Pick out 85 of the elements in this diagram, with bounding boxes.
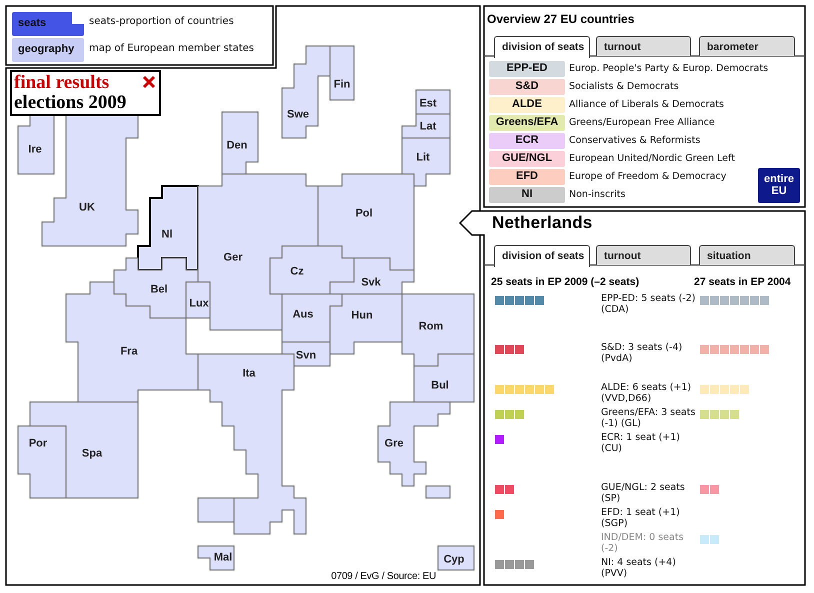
country-region (270, 246, 354, 294)
legend-text: Socialists & Democrats (569, 82, 679, 92)
country-label: Bel (150, 284, 168, 296)
country-region (186, 282, 210, 318)
seat-text: GUE/NGL: 2 seats (SP) (601, 482, 686, 504)
legend-text: Non-inscrits (569, 190, 626, 200)
panel-title: Netherlands (492, 213, 592, 233)
legend-swatch: Greens/EFA (489, 115, 565, 131)
country-label: Lux (189, 298, 209, 310)
country-label: Por (28, 438, 48, 450)
country-label: Fra (120, 346, 138, 358)
column-heading: 27 seats in EP 2004 (694, 276, 791, 288)
legend-text: Europe of Freedom & Democracy (569, 172, 726, 182)
country-region (402, 138, 450, 186)
country-label: Cz (290, 266, 304, 278)
country-region (318, 174, 414, 270)
country-label: Pol (355, 208, 373, 220)
country-label: Ire (28, 144, 42, 156)
country-label: Spa (82, 448, 102, 460)
title-text: final results (14, 73, 110, 93)
country-label: Nl (162, 230, 172, 240)
panel-title: Overview 27 EU countries (487, 12, 634, 26)
seat-text: EPP-ED: 5 seats (-2) (CDA) (601, 293, 696, 315)
country-label: Bul (431, 380, 449, 392)
country-label: Fin (334, 80, 350, 90)
legend-text: European United/Nordic Green Left (569, 154, 735, 164)
country-label: UK (79, 202, 95, 214)
country-label: Gre (384, 438, 404, 450)
country-label: Cyp (444, 554, 464, 566)
country-label: Svn (296, 350, 316, 362)
tab: division of seats (494, 36, 590, 58)
source-note: 0709 / EvG / Source: EU (331, 571, 436, 582)
tab: turnout (596, 36, 691, 56)
tab: situation (699, 245, 795, 265)
country-region (138, 186, 198, 270)
country-label: Mal (214, 552, 232, 564)
legend-swatch: S&D (489, 79, 565, 95)
country-label: Svk (361, 278, 381, 288)
legend-text: map of European member states (89, 44, 254, 54)
tab: division of seats (494, 245, 590, 267)
legend-swatch: ALDE (489, 97, 565, 113)
seat-text: Greens/EFA: 3 seats (-1) (GL) (601, 407, 696, 429)
country-label: Lit (416, 152, 430, 164)
legend-swatch: GUE/NGL (489, 151, 565, 167)
country-label: Est (419, 98, 437, 110)
legend-text: Greens/European Free Alliance (569, 118, 715, 128)
legend-text: seats-proportion of countries (89, 17, 234, 27)
legend-swatch: EFD (489, 169, 565, 185)
country-region (330, 258, 414, 294)
column-heading: 25 seats in EP 2009 (–2 seats) (491, 276, 640, 288)
legend-text: Europ. People's Party & Europ. Democrats (569, 64, 768, 74)
country-region (222, 112, 258, 174)
country-region (330, 46, 354, 100)
country-label: Swe (287, 110, 309, 120)
country-label: Rom (418, 322, 444, 332)
legend-text: Alliance of Liberals & Democrats (569, 100, 724, 110)
seat-text: EFD: 1 seat (+1) (SGP) (601, 507, 681, 529)
country-label: Lat (420, 122, 436, 132)
legend-swatch: geography (12, 38, 84, 62)
country-region (416, 90, 450, 114)
seat-text: ECR: 1 seat (+1) (CU) (601, 432, 682, 454)
country-label: Den (226, 140, 248, 152)
country-label: Hun (351, 310, 373, 322)
country-region (198, 546, 234, 570)
legend-swatch: NI (489, 187, 565, 203)
seat-text: S&D: 3 seats (-4) (PvdA) (601, 342, 684, 364)
legend-swatch: EPP-ED (489, 61, 565, 77)
legend-swatch: seats (12, 12, 84, 36)
tab: barometer (699, 36, 795, 56)
country-region (282, 46, 330, 138)
country-region (18, 426, 66, 498)
legend-swatch: ECR (489, 133, 565, 149)
country-label: Aus (292, 310, 314, 320)
country-region (438, 546, 474, 570)
title-text: elections 2009 (14, 93, 126, 113)
country-region (330, 294, 402, 354)
seat-text: ALDE: 6 seats (+1) (VVD,D66) (601, 382, 692, 404)
country-label: Ita (242, 368, 256, 380)
entire-eu-button: entire EU (758, 168, 800, 203)
country-label: Ger (224, 252, 242, 264)
country-region (402, 294, 474, 366)
legend-text: Conservatives & Reformists (569, 136, 700, 146)
tab: turnout (596, 245, 691, 265)
seat-text: NI: 4 seats (+4) (PVV) (601, 557, 677, 579)
seat-text: IND/DEM: 0 seats (-2) (601, 532, 685, 554)
